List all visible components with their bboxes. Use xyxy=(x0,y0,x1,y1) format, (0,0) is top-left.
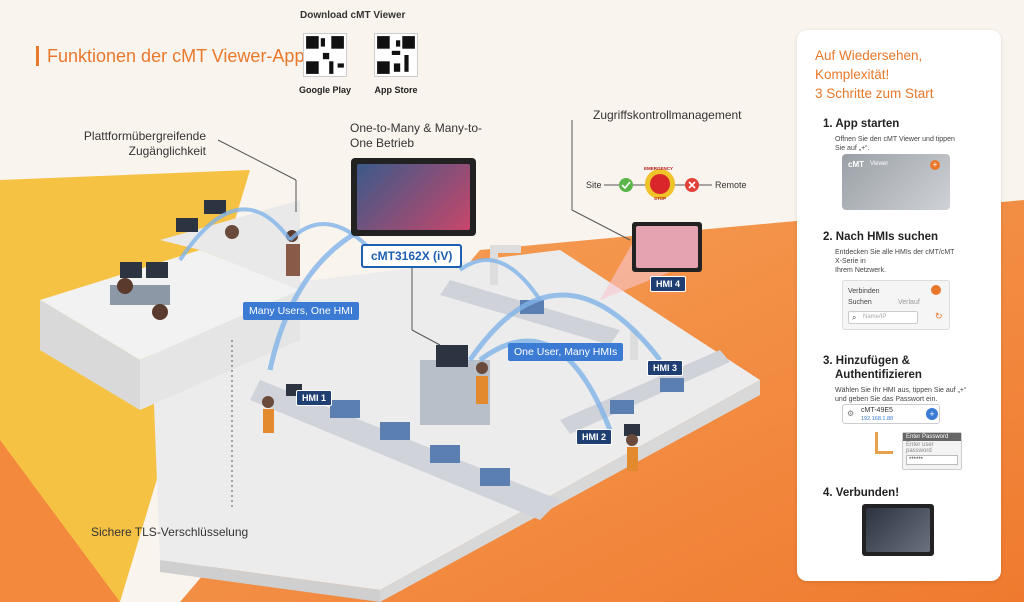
search-card: Verbinden Suchen Verlauf ⌕ Name/IP ↻ xyxy=(842,280,950,330)
plus-icon[interactable]: + xyxy=(930,160,940,170)
hmi-1-badge: HMI 1 xyxy=(296,390,333,406)
step-1-desc: Offnen Sie den cMT Viewer und tippen Sie… xyxy=(835,136,955,152)
model-label: cMT3162X (iV) xyxy=(361,244,463,268)
hmi-4-badge: HMI 4 xyxy=(650,276,687,292)
device-row[interactable]: ⚙ cMT-49E5 192.168.1.88 + xyxy=(842,404,940,424)
estop-bottom-label: STOP xyxy=(654,196,667,201)
add-icon[interactable]: + xyxy=(926,408,938,420)
step-3-title-2: Authentifizieren xyxy=(835,369,922,381)
app-card[interactable]: cMT Viewer + xyxy=(842,154,950,210)
estop-top-label: EMERGENCY xyxy=(644,166,674,171)
remote-label: Remote xyxy=(715,180,747,190)
google-play-qr-icon[interactable] xyxy=(303,33,347,77)
password-hint: Enter user password xyxy=(906,442,934,454)
app-card-title: cMT xyxy=(848,160,864,169)
step-3-title-1: 3. Hinzufügen & xyxy=(823,355,910,367)
google-play-label[interactable]: Google Play xyxy=(298,85,351,95)
password-dialog: Enter Password Enter user password *****… xyxy=(902,432,962,470)
step-4-title: 4. Verbunden! xyxy=(823,487,900,499)
step-3-desc: Wählen Sie Ihr HMI aus, tippen Sie auf „… xyxy=(835,387,967,403)
one-user-tag: One User, Many HMIs xyxy=(508,343,624,361)
step-2-desc-1: Entdecken Sie alle HMIs der cMT/cMT X-Se… xyxy=(835,249,955,265)
hmi4-monitor xyxy=(632,222,702,272)
password-field[interactable]: ****** xyxy=(906,455,958,465)
page-title: Funktionen der cMT Viewer-App xyxy=(36,46,304,66)
main-hmi-monitor xyxy=(351,158,476,236)
search-input[interactable]: ⌕ Name/IP xyxy=(848,311,918,324)
step-2-desc-2: Ihrem Netzwerk. xyxy=(835,267,886,274)
orange-dot-icon xyxy=(931,285,941,295)
gear-icon: ⚙ xyxy=(847,409,855,418)
search-card-value: Verlauf xyxy=(898,299,920,306)
feature-tls: Sichere TLS-Verschlüsselung xyxy=(91,525,249,539)
arrow-icon xyxy=(875,432,893,454)
search-placeholder: Name/IP xyxy=(863,314,887,320)
app-store-label[interactable]: App Store xyxy=(374,85,418,95)
search-icon: ⌕ xyxy=(852,313,857,322)
feature-cross-platform: Plattformübergreifende Zugänglichkeit xyxy=(83,129,206,158)
panel-heading: Auf Wiedersehen, Komplexität! 3 Schritte… xyxy=(815,48,934,101)
app-store-qr-icon[interactable] xyxy=(374,33,418,77)
refresh-icon[interactable]: ↻ xyxy=(935,311,943,321)
hmi-2-badge: HMI 2 xyxy=(576,429,613,445)
search-card-label: Suchen xyxy=(848,299,872,306)
device-name: cMT-49E5 xyxy=(861,407,893,414)
step-1-title: 1. App starten xyxy=(823,118,900,130)
feature-access-control: Zugriffskontrollmanagement xyxy=(593,108,742,122)
download-title: Download cMT Viewer xyxy=(300,10,406,21)
search-card-title: Verbinden xyxy=(848,288,880,295)
connected-monitor xyxy=(862,504,934,556)
app-card-sub: Viewer xyxy=(870,161,889,167)
password-dialog-title: Enter Password xyxy=(903,433,961,441)
hmi-3-badge: HMI 3 xyxy=(647,360,684,376)
device-ip: 192.168.1.88 xyxy=(861,416,894,422)
step-2-title: 2. Nach HMIs suchen xyxy=(823,231,939,243)
feature-one-to-many: One-to-Many & Many-to-One Betrieb xyxy=(350,121,483,150)
site-label: Site xyxy=(586,180,602,190)
many-users-tag: Many Users, One HMI xyxy=(243,302,359,320)
